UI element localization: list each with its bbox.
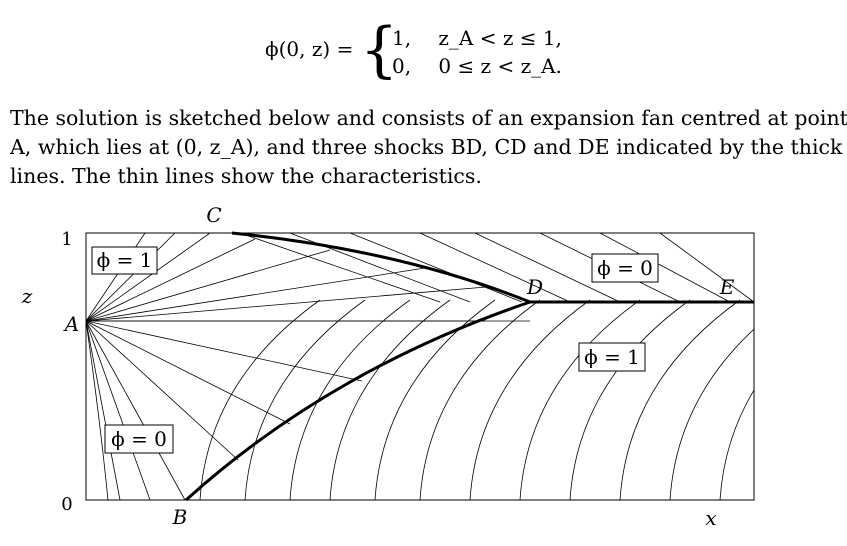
shock-lines <box>184 231 754 502</box>
case-2-condition: 0 ≤ z < z_A. <box>438 54 562 78</box>
shock-cd <box>231 231 531 304</box>
characteristics-figure: ϕ = 1 ϕ = 0 ϕ = 1 ϕ = 0 C A B D E 1 0 z … <box>0 198 847 542</box>
characteristic-lines <box>86 233 754 500</box>
characteristic-line <box>474 233 621 303</box>
equation-lhs: ϕ(0, z) = <box>265 37 354 61</box>
characteristic-line <box>659 233 754 303</box>
fan-ray <box>86 320 121 500</box>
fan-ray <box>86 320 291 425</box>
characteristic-curve <box>419 299 541 500</box>
characteristic-curve <box>199 299 321 500</box>
characteristic-curve <box>569 299 691 500</box>
z-axis-label: z <box>21 284 33 308</box>
region-label-mid-right: ϕ = 1 <box>578 342 646 372</box>
characteristic-curve <box>289 299 411 500</box>
fan-ray <box>86 320 186 500</box>
characteristic-line <box>349 233 523 303</box>
fan-ray <box>86 233 176 322</box>
shock-bd <box>184 300 531 502</box>
svg-text:ϕ = 1: ϕ = 1 <box>97 248 153 272</box>
equation-brace: { <box>360 15 399 85</box>
fan-ray <box>86 320 109 500</box>
region-label-top-right: ϕ = 0 <box>591 253 659 283</box>
fan-ray <box>86 320 151 500</box>
equation-case-1: 1, z_A < z ≤ 1, <box>392 26 562 50</box>
paragraph-line-3: lines. The thin lines show the character… <box>10 164 482 188</box>
paragraph-line-1: The solution is sketched below and consi… <box>10 106 847 130</box>
case-2-value: 0, <box>392 54 412 78</box>
plot-frame <box>85 232 755 501</box>
equation-case-2: 0, 0 ≤ z < z_A. <box>392 54 562 78</box>
characteristic-curve <box>374 299 496 500</box>
fan-ray <box>86 233 146 322</box>
fan-ray <box>86 249 331 322</box>
point-label-c: C <box>206 203 221 227</box>
case-equation: ϕ(0, z) = { 1, z_A < z ≤ 1, 0, 0 ≤ z < z… <box>250 15 590 85</box>
description-paragraph: The solution is sketched below and consi… <box>10 104 847 191</box>
svg-text:ϕ = 1: ϕ = 1 <box>584 345 640 369</box>
characteristic-curve <box>619 299 741 500</box>
point-label-d: D <box>526 275 543 299</box>
z-tick-label-0: 0 <box>61 494 72 515</box>
point-label-a: A <box>63 312 79 336</box>
point-label-e: E <box>719 275 735 299</box>
fan-ray <box>86 286 487 322</box>
svg-text:ϕ = 0: ϕ = 0 <box>111 427 167 451</box>
characteristic-curve <box>519 299 641 500</box>
region-label-top-left: ϕ = 1 <box>91 246 158 275</box>
region-label-bottom-left: ϕ = 0 <box>104 424 174 454</box>
figure-svg: ϕ = 1 ϕ = 0 ϕ = 1 ϕ = 0 C A B D E 1 0 z … <box>21 203 755 530</box>
fan-ray <box>86 233 211 322</box>
x-axis-label: x <box>705 506 716 530</box>
case-1-condition: z_A < z ≤ 1, <box>438 26 562 50</box>
characteristic-curve <box>469 299 591 500</box>
characteristic-curve <box>669 328 754 500</box>
characteristic-curve <box>719 389 754 500</box>
characteristic-curve <box>244 299 366 500</box>
fan-ray <box>86 267 426 322</box>
fan-ray <box>86 238 256 322</box>
z-tick-label-1: 1 <box>61 229 72 250</box>
characteristic-line <box>419 233 571 303</box>
characteristic-line <box>239 233 441 303</box>
fan-ray <box>86 320 363 382</box>
svg-text:ϕ = 0: ϕ = 0 <box>597 256 653 280</box>
case-1-value: 1, <box>392 26 412 50</box>
characteristic-line <box>599 233 731 303</box>
characteristic-curve <box>329 299 451 500</box>
paragraph-line-2: A, which lies at (0, z_A), and three sho… <box>10 135 843 159</box>
point-label-b: B <box>172 505 188 529</box>
